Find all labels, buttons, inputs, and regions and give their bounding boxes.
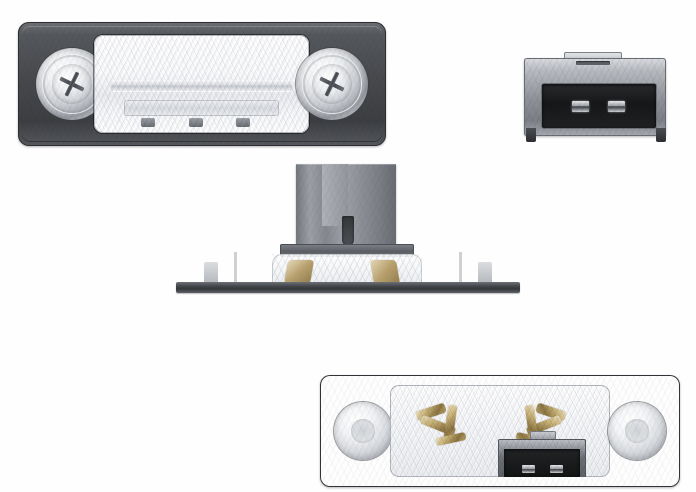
screw-boss-right — [608, 402, 666, 460]
bulb-spring-left — [415, 402, 474, 453]
rear-housing — [320, 375, 680, 487]
lens-notch — [141, 118, 156, 127]
left-screw-head — [51, 63, 93, 105]
view-side-label: Side profile view showing rear connector… — [176, 162, 177, 163]
mounting-collar — [280, 244, 414, 257]
connector-foot-right — [656, 128, 666, 142]
lens-post-right — [459, 252, 462, 284]
view-front: Front view of license plate lamp — [18, 22, 386, 146]
retaining-clip-left — [204, 262, 218, 284]
connector-foot-left — [526, 128, 536, 142]
connector-pin-1 — [572, 101, 589, 112]
right-screw — [296, 48, 368, 120]
connector-shell — [524, 58, 666, 136]
clear-lens — [94, 35, 309, 133]
lens-internal-chamber — [124, 99, 279, 116]
right-screw-head — [311, 63, 353, 105]
housing-slot — [342, 216, 354, 246]
lens-notch — [235, 118, 250, 127]
brass-contact-right — [369, 260, 401, 284]
view-front-label: Front view of license plate lamp — [18, 22, 19, 23]
view-rear-label: Rear view of license plate lamp — [320, 375, 321, 376]
housing-frame — [18, 22, 386, 146]
rear-latch-tab — [530, 431, 556, 440]
rear-connector-pin-2 — [550, 465, 563, 473]
lens-edge — [176, 282, 520, 293]
lens-post-left — [234, 252, 237, 284]
lens-internal-rib — [111, 80, 292, 92]
connector-cavity — [542, 84, 656, 128]
latch-slot — [576, 61, 610, 65]
connector-housing — [296, 164, 396, 248]
lens-notch — [188, 118, 203, 127]
connector-pin-2 — [608, 101, 625, 112]
view-connector: Two-pin electrical connector close-up — [520, 52, 672, 144]
rear-connector-cavity — [504, 449, 580, 477]
screw-boss-left — [334, 402, 392, 460]
brass-contact-left — [283, 260, 315, 284]
spring-arm — [435, 431, 467, 447]
reflector-well — [390, 385, 610, 477]
view-rear: Rear view of license plate lamp — [320, 375, 680, 487]
retaining-clip-right — [478, 262, 492, 284]
rear-connector-pin-1 — [522, 465, 535, 473]
view-connector-label: Two-pin electrical connector close-up — [520, 52, 521, 53]
view-side: Side profile view showing rear connector… — [176, 162, 520, 298]
rear-connector — [498, 439, 586, 477]
